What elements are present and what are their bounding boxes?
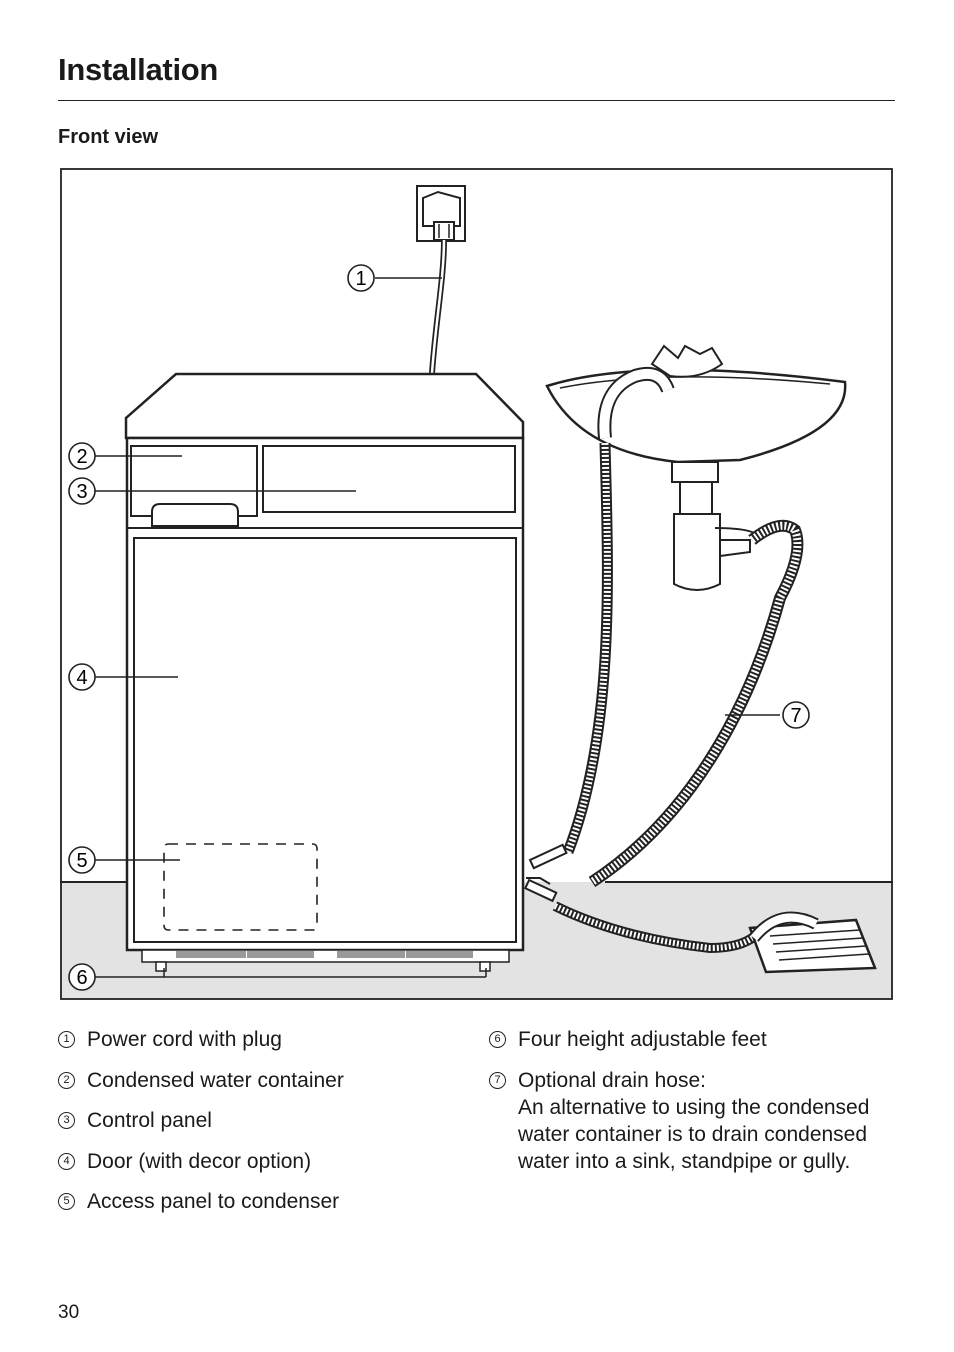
legend-number: 3 (58, 1112, 75, 1129)
legend-item-7: 7 Optional drain hose: An alternative to… (489, 1067, 899, 1175)
legend-text: Control panel (87, 1109, 212, 1132)
foot-left (155, 961, 167, 972)
legend-text: Four height adjustable feet (518, 1028, 767, 1051)
legend-number: 4 (58, 1152, 75, 1170)
figure-frame (60, 168, 893, 1000)
legend-item-6: 6 Four height adjustable feet (489, 1026, 899, 1053)
legend-number: 5 (58, 1193, 75, 1210)
legend-number: 7 (489, 1071, 506, 1089)
legend-item-4: 4 Door (with decor option) (58, 1148, 458, 1175)
callout-6: 6 (68, 963, 96, 991)
svg-text:1: 1 (355, 268, 366, 290)
svg-text:3: 3 (76, 481, 87, 503)
dryer-door (133, 537, 517, 943)
callout-1: 1 (347, 264, 375, 292)
water-container-handle (151, 503, 239, 527)
title-divider (58, 100, 895, 101)
callout-2: 2 (68, 442, 96, 470)
legend-right-column: 6 Four height adjustable feet 7 Optional… (489, 1026, 899, 1188)
legend-item-5: 5 Access panel to condenser (58, 1188, 458, 1215)
legend-text: Door (with decor option) (87, 1149, 312, 1173)
svg-text:2: 2 (76, 446, 87, 468)
svg-text:4: 4 (76, 667, 87, 689)
callout-3: 3 (68, 477, 96, 505)
legend-item-1: 1 Power cord with plug (58, 1026, 458, 1053)
legend-left-column: 1 Power cord with plug 2 Condensed water… (58, 1026, 458, 1229)
callout-7: 7 (782, 701, 810, 729)
callout-4: 4 (68, 663, 96, 691)
legend-text: Condensed water container (87, 1068, 344, 1092)
svg-text:7: 7 (790, 705, 801, 727)
svg-text:5: 5 (76, 850, 87, 872)
legend-text: Power cord with plug (87, 1028, 282, 1051)
legend-detail: An alternative to using the condensed wa… (518, 1095, 870, 1173)
section-heading: Front view (58, 126, 159, 148)
dryer-lid (124, 372, 525, 440)
legend-number: 6 (489, 1031, 506, 1048)
svg-text:6: 6 (76, 967, 87, 989)
foot-right (479, 961, 491, 972)
legend-number: 1 (58, 1031, 75, 1048)
legend-text: Optional drain hose: (518, 1068, 706, 1092)
floor-gully-icon (748, 911, 877, 974)
access-panel (163, 843, 318, 931)
page-title: Installation (58, 52, 219, 87)
callout-5: 5 (68, 846, 96, 874)
legend-text: Access panel to condenser (87, 1190, 340, 1213)
legend-item-2: 2 Condensed water container (58, 1067, 458, 1094)
wall-socket-icon (416, 185, 466, 242)
legend-item-3: 3 Control panel (58, 1107, 458, 1134)
control-panel (262, 445, 516, 513)
page-number: 30 (58, 1302, 80, 1323)
front-view-illustration: 1 2 3 4 5 6 7 (60, 168, 893, 1000)
legend-number: 2 (58, 1071, 75, 1089)
